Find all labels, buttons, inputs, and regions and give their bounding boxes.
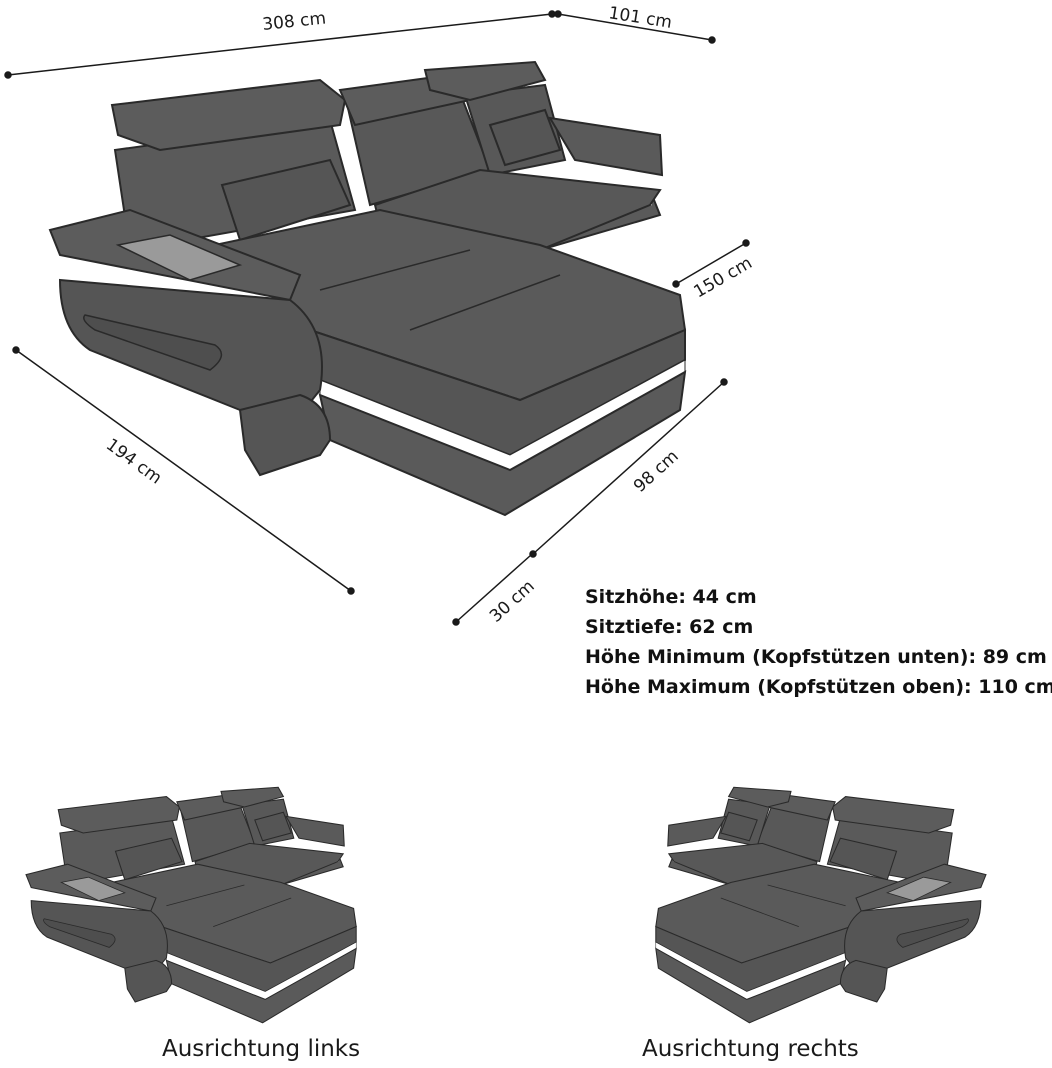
dim-label-98: 98 cm	[630, 446, 683, 496]
specs-block: Sitzhöhe: 44 cm Sitztiefe: 62 cm Höhe Mi…	[585, 582, 1052, 702]
dim-label-150: 150 cm	[691, 253, 756, 302]
dim-label-30: 30 cm	[486, 576, 539, 626]
spec-seat-height: Sitzhöhe: 44 cm	[585, 586, 757, 608]
spec-height-min: Höhe Minimum (Kopfstützen unten): 89 cm	[585, 646, 1047, 668]
sofa-left-orientation	[25, 786, 357, 1024]
caption-right-orientation: Ausrichtung rechts	[642, 1036, 859, 1062]
sofa-right-orientation	[655, 786, 987, 1024]
dim-label-194: 194 cm	[102, 435, 165, 489]
dimension-lines	[4, 10, 750, 626]
main-sofa	[49, 61, 686, 516]
dim-label-308: 308 cm	[261, 8, 327, 35]
spec-seat-depth: Sitztiefe: 62 cm	[585, 616, 754, 638]
caption-left-orientation: Ausrichtung links	[162, 1036, 361, 1062]
spec-height-max: Höhe Maximum (Kopfstützen oben): 110 cm	[585, 676, 1052, 698]
